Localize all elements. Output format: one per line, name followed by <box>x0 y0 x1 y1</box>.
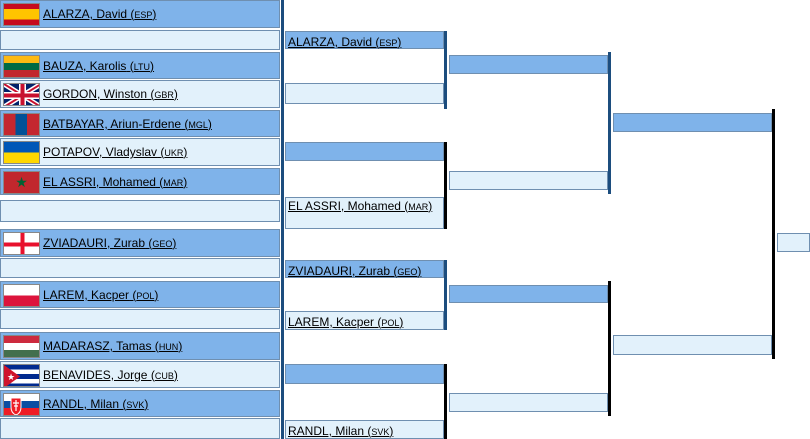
round4-connector <box>772 109 775 359</box>
round2-connector <box>444 31 447 109</box>
round3-entry-empty <box>449 393 608 412</box>
round2-entry-larem[interactable]: LAREM, Kacper (POL) <box>285 311 444 330</box>
round1-entry-el-assri[interactable]: ★ EL ASSRI, Mohamed (MAR) <box>0 168 280 195</box>
round1-entry-madarasz[interactable]: MADARASZ, Tamas (HUN) <box>0 332 280 360</box>
athlete-name: BENAVIDES, Jorge <box>43 368 148 382</box>
round2-connector <box>444 364 447 439</box>
country-code: GEO <box>397 267 418 277</box>
round1-entry-benavides[interactable]: ★ BENAVIDES, Jorge (CUB) <box>0 361 280 388</box>
morocco-flag-icon: ★ <box>3 171 40 194</box>
cuba-flag-icon: ★ <box>3 364 40 387</box>
country-code: LTU <box>133 62 151 72</box>
athlete-name: ZVIADAURI, Zurab <box>43 236 146 250</box>
round4-entry-empty <box>613 113 772 132</box>
athlete-name: POTAPOV, Vladyslav <box>43 145 158 159</box>
svg-text:★: ★ <box>7 372 15 382</box>
round2-connector <box>444 260 447 330</box>
lithuania-flag-icon <box>3 55 40 78</box>
athlete-name: EL ASSRI, Mohamed <box>288 199 401 213</box>
country-code: CUB <box>154 371 174 381</box>
round1-entry-gordon[interactable]: GORDON, Winston (GBR) <box>0 80 280 108</box>
round3-entry-empty <box>449 285 608 303</box>
country-code: GBR <box>154 90 174 100</box>
hungary-flag-icon <box>3 335 40 358</box>
slovakia-flag-icon <box>3 393 40 416</box>
round2-entry-empty <box>285 364 444 384</box>
country-code: GEO <box>152 239 173 249</box>
round2-entry-el-assri[interactable]: EL ASSRI, Mohamed (MAR) <box>285 197 444 229</box>
athlete-name: MADARASZ, Tamas <box>43 339 152 353</box>
country-code: ESP <box>379 38 398 48</box>
round1-entry-bye <box>0 418 280 439</box>
mongolia-flag-icon <box>3 113 40 136</box>
round2-entry-zviadauri[interactable]: ZVIADAURI, Zurab (GEO) <box>285 260 444 278</box>
spain-flag-icon <box>3 3 40 26</box>
georgia-flag-icon <box>3 232 40 255</box>
round1-entry-zviadauri[interactable]: ZVIADAURI, Zurab (GEO) <box>0 229 280 257</box>
athlete-name: ALARZA, David <box>43 7 128 21</box>
round2-entry-randl[interactable]: RANDL, Milan (SVK) <box>285 420 444 439</box>
round2-entry-empty <box>285 142 444 161</box>
country-code: ESP <box>134 10 153 20</box>
country-code: MAR <box>163 178 184 188</box>
country-code: SVK <box>371 427 390 437</box>
round1-entry-bye <box>0 30 280 50</box>
athlete-name: BAUZA, Karolis <box>43 59 127 73</box>
round1-entry-bye <box>0 258 280 278</box>
round1-entry-potapov[interactable]: POTAPOV, Vladyslav (UKR) <box>0 138 280 166</box>
round1-entry-bye <box>0 200 280 222</box>
country-code: POL <box>136 291 155 301</box>
round3-entry-empty <box>449 171 608 190</box>
round3-connector <box>608 281 611 416</box>
round1-entry-alarza[interactable]: ALARZA, David (ESP) <box>0 0 280 28</box>
country-code: MAR <box>408 202 429 212</box>
athlete-name: ZVIADAURI, Zurab <box>288 264 391 278</box>
round1-entry-bye <box>0 309 280 329</box>
athlete-name: ALARZA, David <box>288 35 373 49</box>
round2-entry-alarza[interactable]: ALARZA, David (ESP) <box>285 31 444 49</box>
country-code: SVK <box>126 400 145 410</box>
country-code: MGL <box>188 120 208 130</box>
round3-connector <box>608 52 611 194</box>
athlete-name: RANDL, Milan <box>43 397 120 411</box>
round1-entry-batbayar[interactable]: BATBAYAR, Ariun-Erdene (MGL) <box>0 110 280 137</box>
round4-entry-empty <box>613 335 772 355</box>
round2-entry-empty <box>285 83 444 104</box>
round1-entry-randl[interactable]: RANDL, Milan (SVK) <box>0 390 280 417</box>
athlete-name: LAREM, Kacper <box>288 315 375 329</box>
final-entry-empty <box>777 233 810 252</box>
athlete-name: GORDON, Winston <box>43 87 148 101</box>
round1-connector <box>281 0 284 439</box>
uk-flag-icon <box>3 83 40 106</box>
athlete-name: EL ASSRI, Mohamed <box>43 175 156 189</box>
athlete-name: RANDL, Milan <box>288 424 365 438</box>
round1-entry-bauza[interactable]: BAUZA, Karolis (LTU) <box>0 52 280 79</box>
athlete-name: BATBAYAR, Ariun-Erdene <box>43 117 182 131</box>
round3-entry-empty <box>449 55 608 74</box>
round2-connector <box>444 142 447 229</box>
athlete-name: LAREM, Kacper <box>43 288 130 302</box>
ukraine-flag-icon <box>3 141 40 164</box>
country-code: POL <box>381 318 400 328</box>
poland-flag-icon <box>3 284 40 307</box>
country-code: UKR <box>164 148 184 158</box>
country-code: HUN <box>158 342 179 352</box>
round1-entry-larem[interactable]: LAREM, Kacper (POL) <box>0 281 280 308</box>
